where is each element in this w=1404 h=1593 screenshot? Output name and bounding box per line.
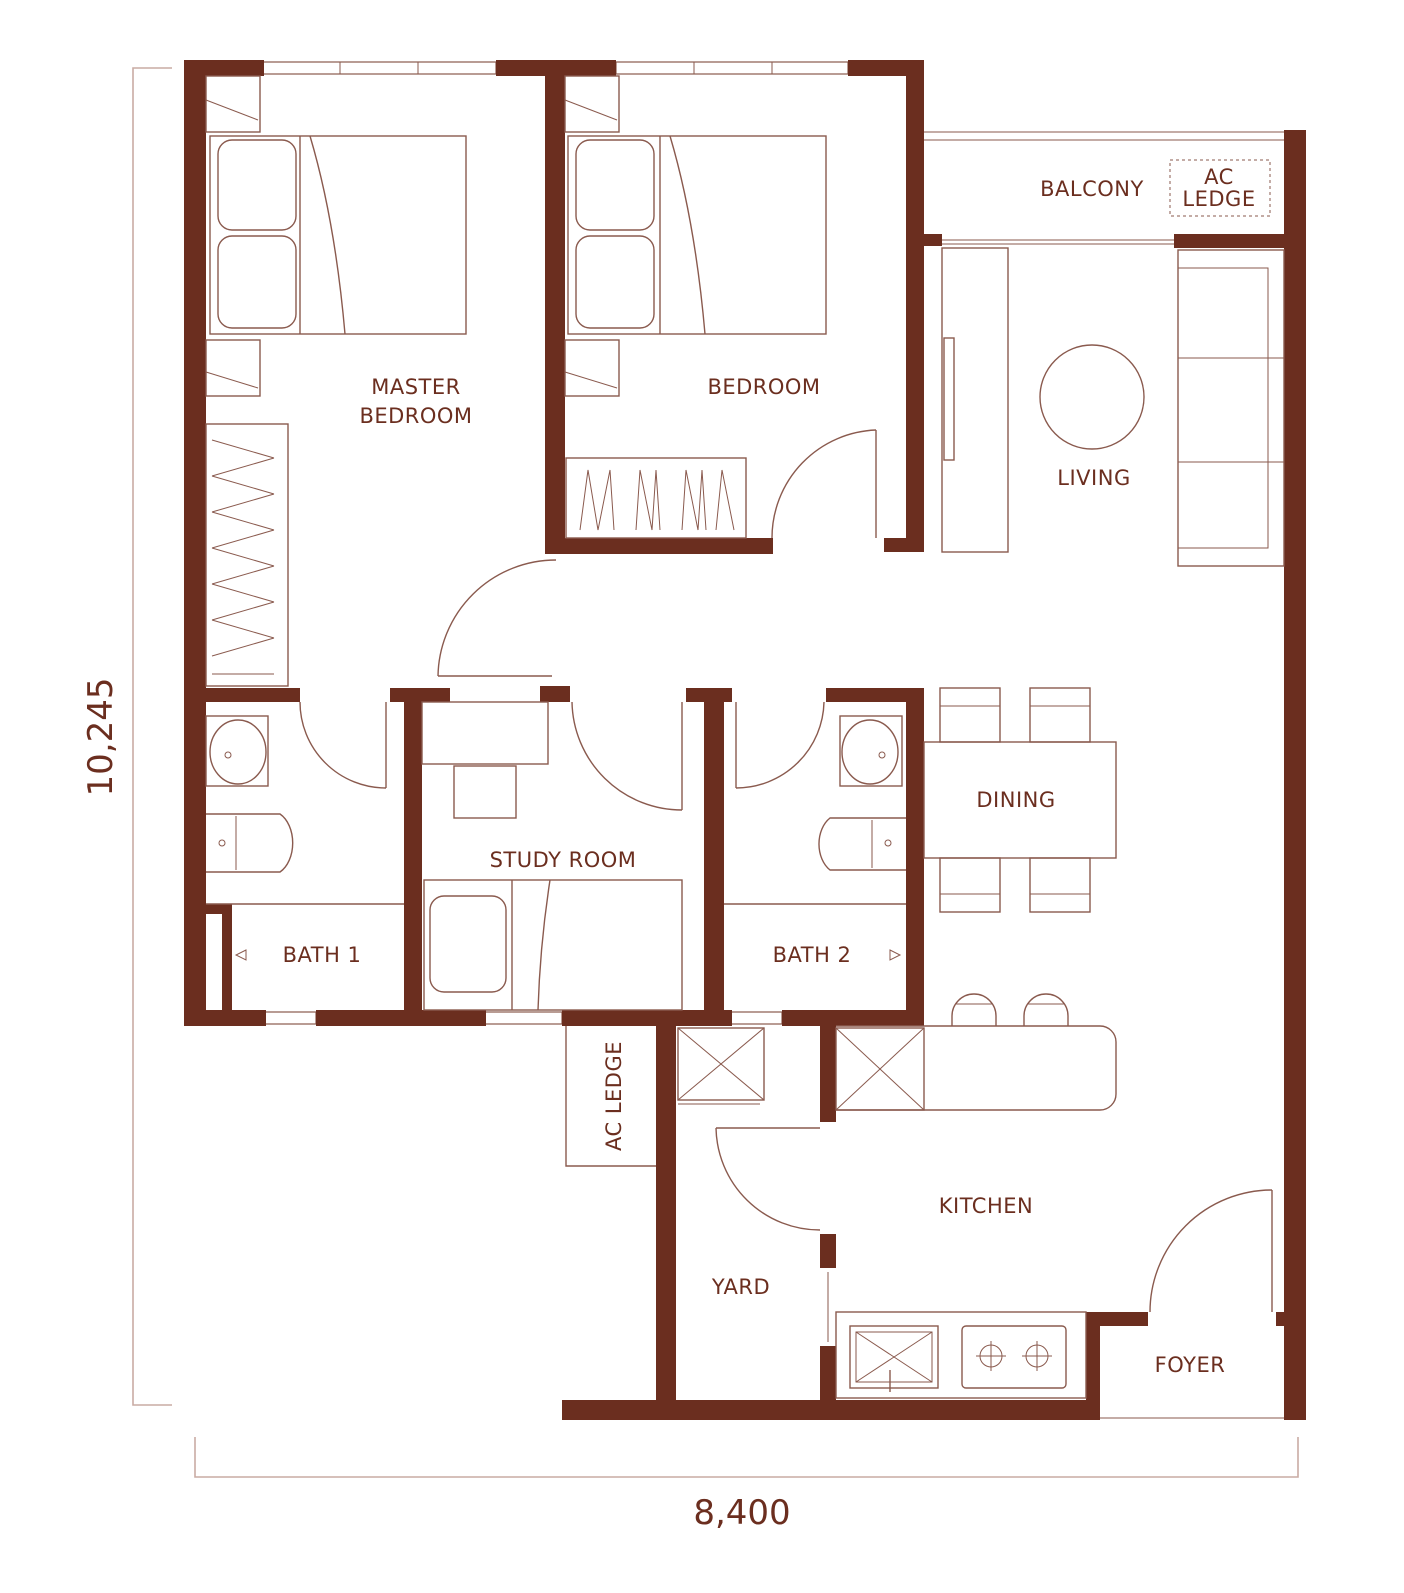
kitchen-counter <box>835 1311 1087 1399</box>
living-label: LIVING <box>1057 466 1130 490</box>
doors <box>299 429 1273 1342</box>
yard-label: YARD <box>711 1275 770 1299</box>
kitchen-fridge <box>835 1027 925 1111</box>
dining-label: DINING <box>976 788 1055 812</box>
master-wardrobe <box>205 423 289 687</box>
study-desk <box>421 701 549 819</box>
study-bed <box>423 879 683 1011</box>
ac-ledge-side-outline <box>565 1026 656 1167</box>
ac-ledge-top-label-line2: LEDGE <box>1182 187 1255 211</box>
bath2-fixtures <box>724 715 906 961</box>
bath1-fixtures <box>205 715 404 961</box>
bedroom-bed <box>567 135 827 335</box>
dining-table <box>923 687 1117 913</box>
master-bedroom-label-line2: BEDROOM <box>359 404 472 428</box>
windows <box>261 61 849 1025</box>
yard-washer <box>677 1027 765 1105</box>
width-dimension-line <box>194 1437 1299 1478</box>
foyer-label: FOYER <box>1155 1353 1226 1377</box>
kitchen-label: KITCHEN <box>939 1194 1034 1218</box>
master-bed <box>209 135 467 335</box>
height-dimension-label: 10,245 <box>81 678 121 797</box>
tv-console <box>941 247 1009 553</box>
master-nightstands <box>205 75 261 397</box>
bedroom-nightstands <box>564 75 620 397</box>
ac-ledge-side-label: AC LEDGE <box>602 1041 626 1151</box>
study-room-label: STUDY ROOM <box>490 848 637 872</box>
balcony-label: BALCONY <box>1040 177 1144 201</box>
coffee-table <box>1039 344 1145 450</box>
width-dimension-label: 8,400 <box>693 1493 790 1533</box>
height-dimension-line <box>132 67 172 1406</box>
bedroom-wardrobe <box>565 457 747 539</box>
bedroom-label: BEDROOM <box>707 375 820 399</box>
kitchen-island <box>836 993 1117 1111</box>
bath1-label: BATH 1 <box>283 943 362 967</box>
ac-ledge-top-label-line1: AC <box>1204 165 1234 189</box>
balcony <box>924 131 1284 245</box>
sofa <box>1177 249 1285 567</box>
bath2-label: BATH 2 <box>773 943 852 967</box>
walls <box>184 60 1306 1420</box>
master-bedroom-label-line1: MASTER <box>371 375 461 399</box>
